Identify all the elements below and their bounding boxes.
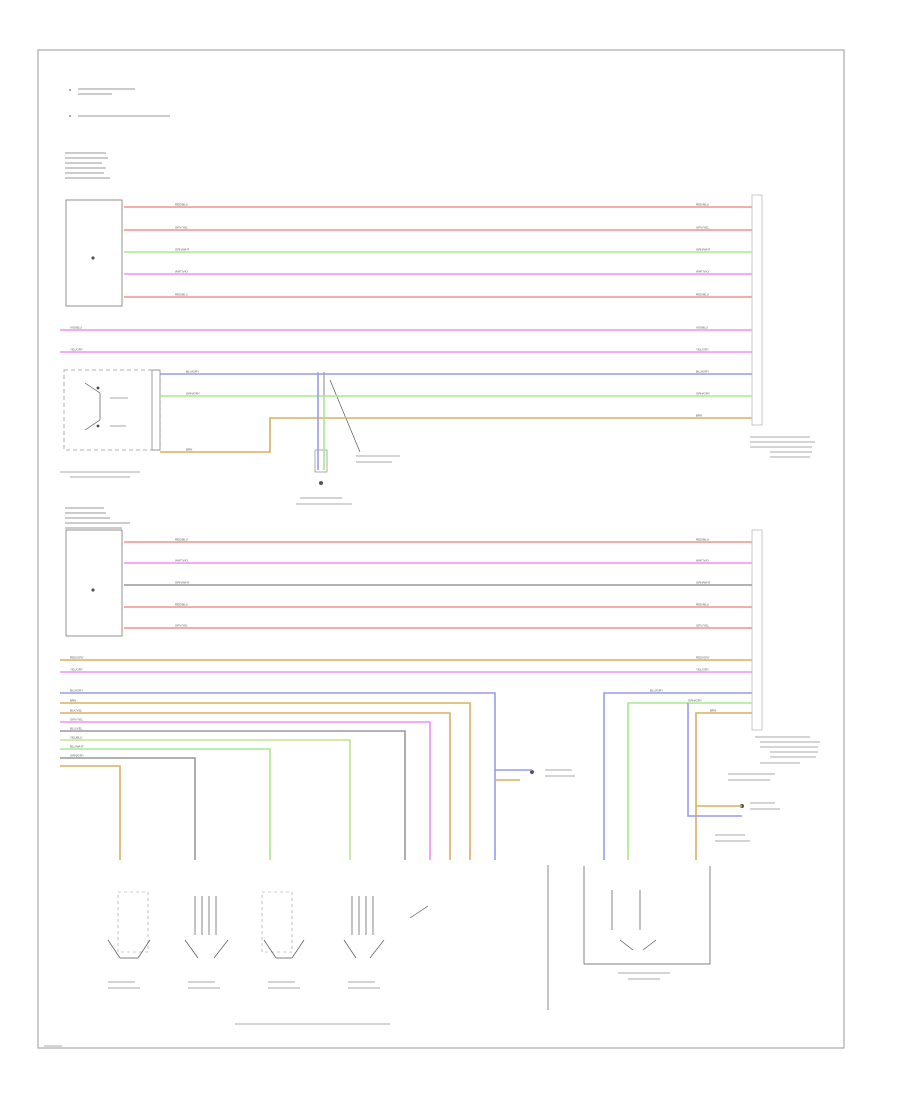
right-connector-mid (751, 529, 763, 731)
top-wire-label-right-0: RED/BLU (696, 203, 709, 207)
mid-wire-label-left-1: WHT/VIO (175, 559, 188, 563)
top-wire-label-right-3: WHT/VIO (696, 270, 709, 274)
bus-wire-label-3: GRY/YEL (70, 718, 83, 722)
lr-switch-wire-label-2: BRN (710, 709, 716, 713)
mid-wire-label-left-4: GRY/YEL (175, 624, 188, 628)
rr-module-label (750, 436, 815, 458)
lr-switch-wire-1 (627, 702, 752, 860)
lowpower-wire-label-right-1: YEL/GRY (696, 668, 709, 672)
bus-wire-5 (60, 739, 351, 860)
bus-wire-label-4: BLU/YEL (70, 727, 83, 731)
power-wire-label-right-1: YEL/GRY (696, 348, 709, 352)
bus-wire-extra (60, 765, 121, 860)
bus-wire-label-6: BLU/WHT (70, 745, 84, 749)
upper-module-label (65, 152, 110, 179)
bus-wire-2 (60, 712, 451, 860)
upper-module-box (65, 199, 123, 307)
lr-ground-blue (687, 703, 742, 817)
mid-wire-label-right-2: GRN/WHT (696, 581, 710, 585)
lr-module-label (755, 736, 820, 764)
rr-switch-wire-label-right-0: BLU/GRY (696, 370, 709, 374)
bus-wire-label-7: GRN/GRY (70, 754, 84, 758)
lower-module-box (65, 529, 123, 637)
power-wire-label-right-0: VIO/BLU (696, 326, 708, 330)
rr-switch-wire-label-1: GRN/GRY (186, 392, 200, 396)
lowpower-wire-label-left-1: YEL/GRY (70, 668, 83, 672)
right-connector-top (751, 194, 763, 426)
rr-power-window-switch (60, 369, 161, 478)
switch-3 (261, 891, 305, 959)
rr-switch-wire-label-right-1: GRN/GRY (696, 392, 710, 396)
switch-2 (184, 896, 229, 959)
power-wire-label-left-0: VIO/BLU (70, 326, 82, 330)
power-wire-label-left-1: YEL/GRY (70, 348, 83, 352)
bus-wire-0 (60, 692, 496, 860)
switch-labels (108, 981, 390, 1025)
top-wire-label-right-2: GRN/WHT (696, 248, 710, 252)
top-wire-label-left-4: RED/BLU (175, 293, 188, 297)
switch-4 (343, 896, 385, 959)
mid-wire-label-left-3: RED/BLU (175, 603, 188, 607)
bus-wire-label-0: BLU/GRY (70, 689, 83, 693)
rr-switch-wire-label-right-2: BRN (696, 414, 702, 418)
mid-wire-label-left-0: RED/BLU (175, 538, 188, 542)
lr-switch-wire-2 (695, 712, 752, 860)
mid-wire-label-left-2: GRN/WHT (175, 581, 189, 585)
bus-wire-4 (60, 730, 406, 860)
top-wire-label-left-3: WHT/VIO (175, 270, 188, 274)
bus-wire-label-5: YEL/BLU (70, 736, 82, 740)
top-wire-label-left-0: RED/BLU (175, 203, 188, 207)
top-wire-label-right-1: GRY/YEL (696, 226, 709, 230)
top-wire-label-left-2: GRN/WHT (175, 248, 189, 252)
mid-wire-label-right-3: RED/BLU (696, 603, 709, 607)
lr-power-window-switch (583, 866, 711, 980)
bus-wire-label-2: BLK/YEL (70, 709, 83, 713)
wire-layer: RED/BLU RED/BLU GRY/YEL GRY/YEL GRN/WHT GRN/W… (60, 203, 752, 860)
lr-switch-wire-0 (603, 692, 752, 860)
switch-5 (409, 905, 429, 919)
top-wire-label-right-4: RED/BLU (696, 293, 709, 297)
ground-lower-right (530, 769, 780, 842)
bus-wire-label-1: BRN (70, 699, 76, 703)
mid-wire-label-right-4: GRY/YEL (696, 624, 709, 628)
lowpower-wire-label-left-0: RED/GRY (70, 656, 84, 660)
rr-switch-wire-label-0: BLU/GRY (186, 370, 199, 374)
legend (69, 88, 170, 117)
switch-1 (107, 891, 151, 959)
mid-wire-label-right-0: RED/BLU (696, 538, 709, 542)
bus-wire-6 (60, 748, 271, 860)
ground-upper (296, 372, 400, 505)
bus-wire-1 (60, 702, 471, 860)
bus-wire-3 (60, 721, 431, 860)
top-wire-label-left-1: GRY/YEL (175, 226, 188, 230)
bus-wire-7 (60, 757, 196, 860)
rr-switch-wire-label-2: BRN (186, 448, 192, 452)
rr-switch-wire-2 (160, 417, 752, 453)
lower-switch-group (107, 865, 549, 1025)
lower-module-label (65, 507, 130, 529)
lowpower-wire-label-right-0: RED/GRY (696, 656, 710, 660)
diagram-frame (37, 49, 845, 1049)
lr-switch-wire-label-0: BLU/GRY (650, 689, 663, 693)
mid-wire-label-right-1: WHT/VIO (696, 559, 709, 563)
lr-switch-wire-label-1: GRN/GRY (688, 699, 702, 703)
